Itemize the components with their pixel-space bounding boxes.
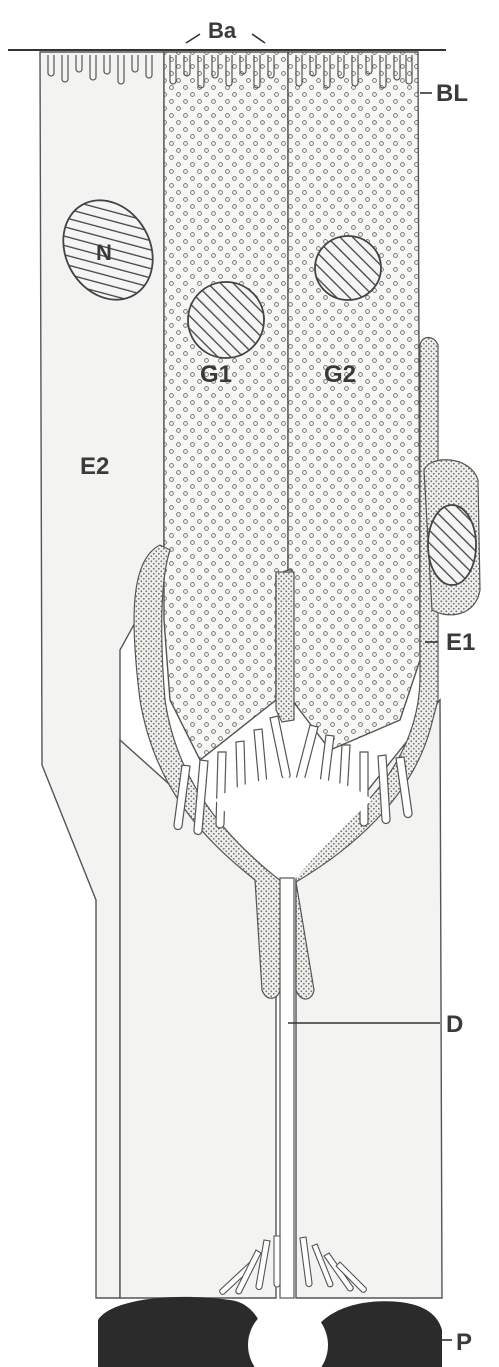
label-ba: Ba [208, 18, 237, 43]
label-e1: E1 [446, 629, 475, 656]
central-septum [276, 572, 294, 722]
label-g1: G1 [200, 361, 232, 388]
duct-channel [280, 878, 294, 1298]
g1-cell [164, 52, 288, 760]
label-n: N [96, 240, 112, 265]
label-p: P [456, 1329, 472, 1356]
e1-nucleus [428, 505, 476, 585]
label-bl: BL [436, 80, 468, 107]
g2-cell [288, 52, 420, 750]
label-d: D [446, 1011, 463, 1038]
label-g2: G2 [324, 361, 356, 388]
label-e2: E2 [80, 453, 109, 480]
g2-nucleus [315, 236, 381, 300]
g1-nucleus [188, 282, 264, 358]
duct-opening [248, 1305, 328, 1367]
